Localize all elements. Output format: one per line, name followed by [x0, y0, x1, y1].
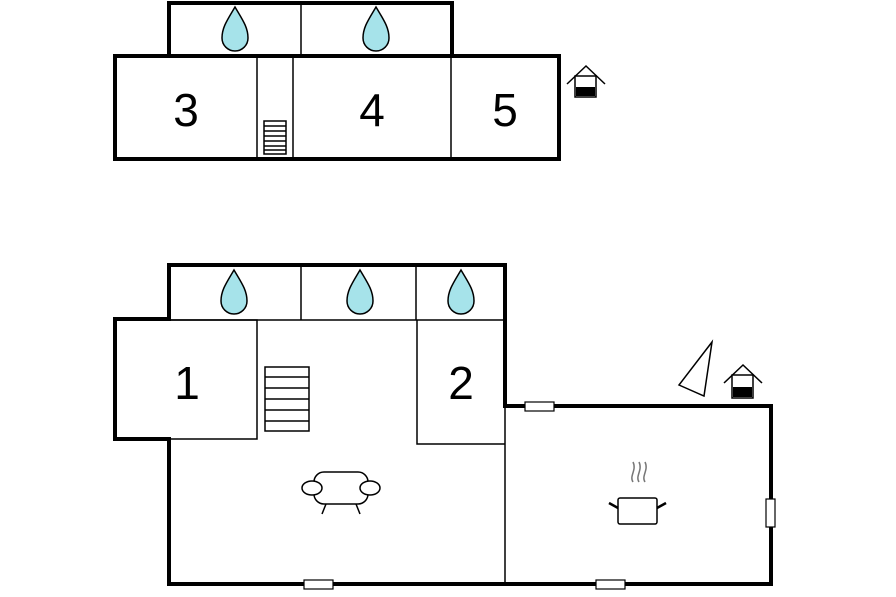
water-drop-icon [346, 268, 374, 315]
house-exit-icon [723, 363, 763, 399]
upper-bathroom-block [167, 1, 454, 58]
lower-floor: 1 2 [113, 263, 776, 590]
room-number-5: 5 [492, 84, 518, 136]
stairs-icon [264, 366, 310, 432]
stairs-icon [263, 120, 287, 155]
window-icon [595, 579, 626, 590]
room-2-walls [416, 320, 505, 445]
upper-floor: 3 4 5 [113, 1, 606, 161]
window-icon [765, 498, 776, 528]
water-drop-icon [362, 5, 390, 52]
upper-rooms-block [113, 54, 561, 161]
room-number-1: 1 [174, 357, 200, 409]
house-exit-icon [566, 64, 606, 98]
kitchen-walls [503, 404, 773, 586]
water-drop-icon [447, 268, 475, 315]
lower-top-wall [167, 263, 507, 408]
cooking-pot-icon [608, 461, 667, 525]
room-number-2: 2 [448, 357, 474, 409]
window-icon [524, 401, 555, 412]
water-drop-icon [221, 5, 249, 52]
sofa-icon [301, 471, 381, 515]
north-arrow-icon [677, 339, 714, 398]
water-drop-icon [220, 268, 248, 315]
window-icon [303, 579, 334, 590]
room-number-3: 3 [173, 84, 199, 136]
room-number-4: 4 [359, 84, 385, 136]
room-1-walls [169, 319, 258, 440]
lower-left-wall [113, 317, 507, 586]
